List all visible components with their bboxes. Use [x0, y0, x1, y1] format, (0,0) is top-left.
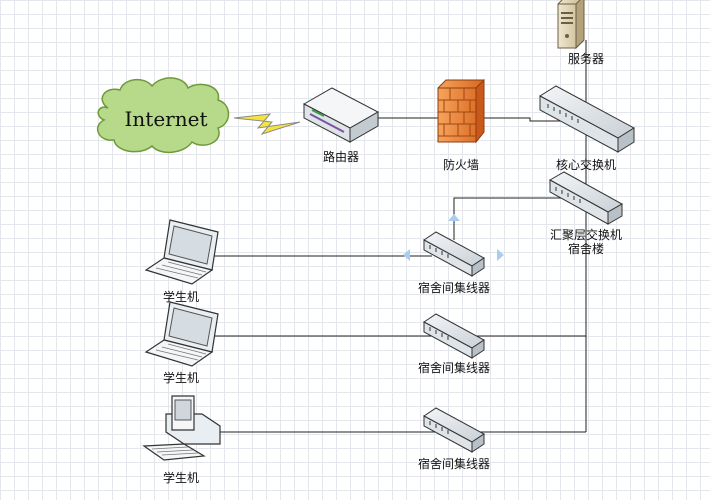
router-label: 路由器 — [322, 150, 360, 164]
laptop1-icon[interactable] — [144, 219, 219, 285]
cloud-icon[interactable]: Internet — [96, 77, 230, 154]
selection-markers — [403, 214, 504, 261]
firewall-label: 防火墙 — [442, 158, 480, 172]
desktop-pc-icon[interactable] — [142, 395, 221, 461]
aggregation-switch-label: 汇聚层交换机 — [549, 228, 623, 242]
hub1-icon[interactable] — [423, 231, 485, 277]
link-firewall-core-switch — [483, 117, 560, 122]
router-icon[interactable] — [302, 87, 380, 143]
server-label: 服务器 — [567, 52, 605, 66]
student2-label: 学生机 — [162, 371, 200, 385]
link-aggregation-hub1 — [453, 197, 586, 240]
hub3-label: 宿舍间集线器 — [417, 457, 491, 471]
hub2-label: 宿舍间集线器 — [417, 361, 491, 375]
student1-label: 学生机 — [162, 290, 200, 304]
core-switch-label: 核心交换机 — [555, 158, 617, 172]
aggregation-switch-sublabel: 宿舍楼 — [567, 242, 605, 256]
aggregation-switch-icon[interactable] — [548, 171, 624, 225]
connection-lines — [212, 40, 587, 433]
hub1-label: 宿舍间集线器 — [417, 281, 491, 295]
hub3-icon[interactable] — [423, 407, 485, 453]
internet-label: Internet — [125, 107, 208, 131]
firewall-icon[interactable] — [437, 78, 485, 144]
core-switch-icon[interactable] — [539, 85, 635, 153]
server-icon[interactable] — [557, 0, 585, 50]
laptop2-icon[interactable] — [144, 301, 219, 367]
student3-label: 学生机 — [162, 471, 200, 485]
lightning-bolt-icon — [233, 113, 301, 135]
hub2-icon[interactable] — [423, 313, 485, 359]
